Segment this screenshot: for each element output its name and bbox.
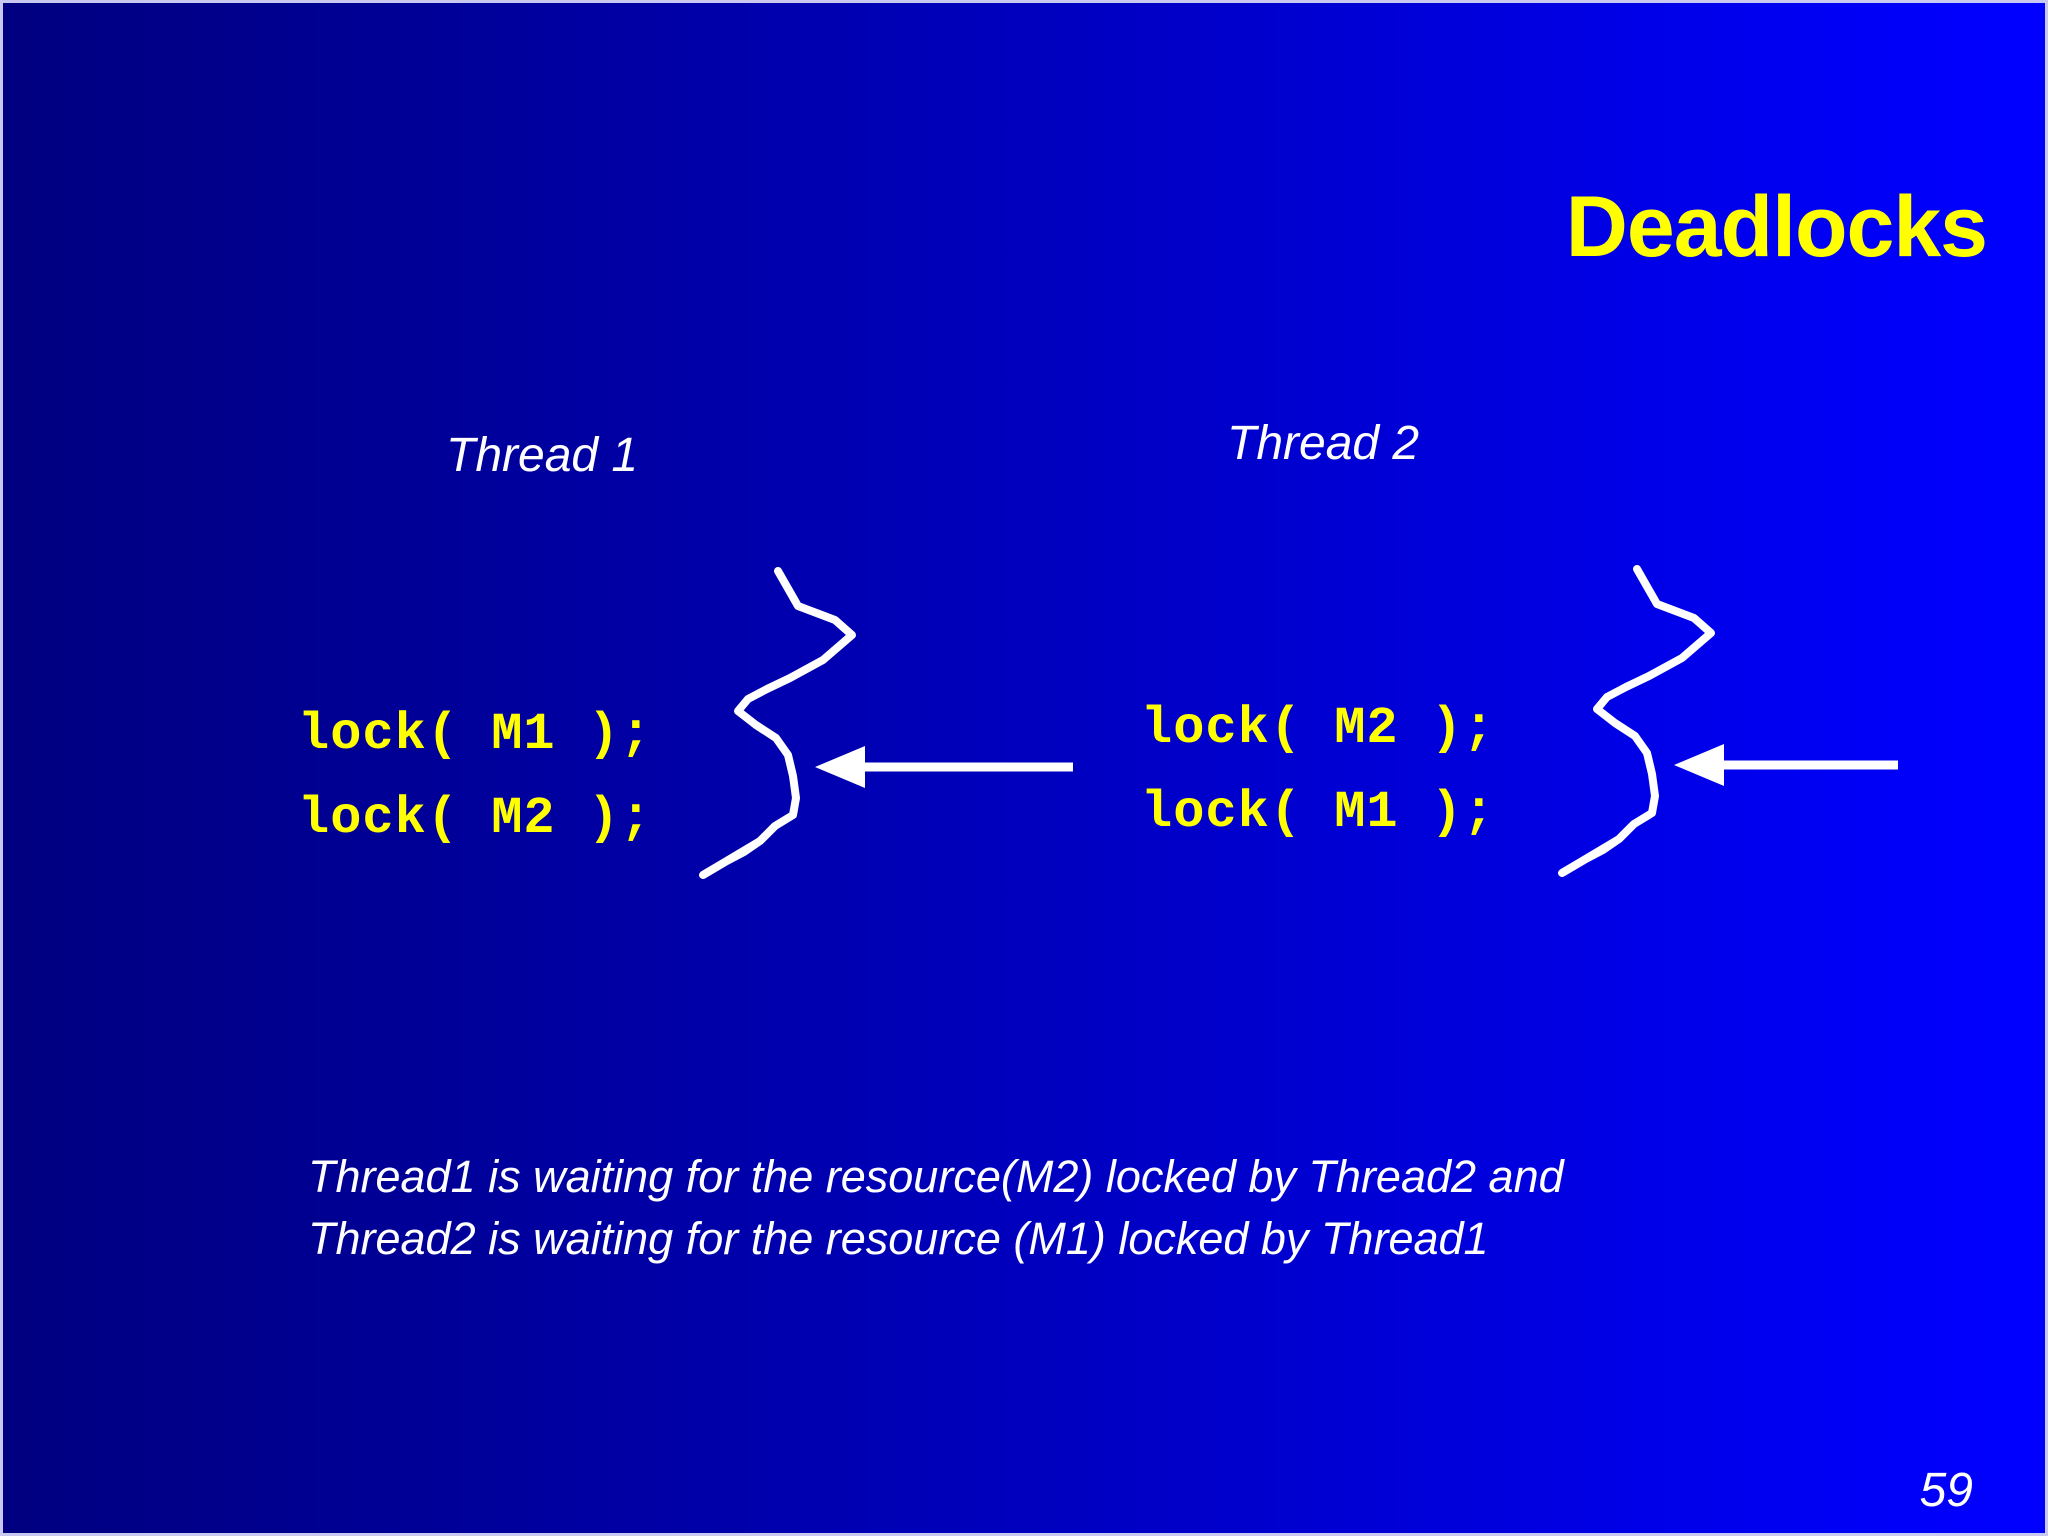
- thread-2-code: lock( M2 ); lock( M1 );: [1141, 699, 1496, 842]
- page-title: Deadlocks: [1565, 178, 1988, 275]
- blocked-arrow-thread-2: [1674, 744, 1898, 786]
- caption-block: Thread1 is waiting for the resource(M2) …: [308, 1146, 1564, 1270]
- brace-icon-thread-1: [699, 567, 856, 879]
- brace-icon-thread-2: [1558, 565, 1715, 877]
- thread-1-label: Thread 1: [446, 429, 639, 482]
- page-number: 59: [1919, 1464, 1973, 1517]
- caption-line-1: Thread1 is waiting for the resource(M2) …: [308, 1151, 1564, 1202]
- blocked-arrow-thread-1: [815, 746, 1073, 788]
- caption-line-2: Thread2 is waiting for the resource (M1)…: [308, 1213, 1489, 1264]
- thread-1-code: lock( M1 ); lock( M2 );: [298, 705, 653, 848]
- thread-2-label: Thread 2: [1227, 417, 1420, 470]
